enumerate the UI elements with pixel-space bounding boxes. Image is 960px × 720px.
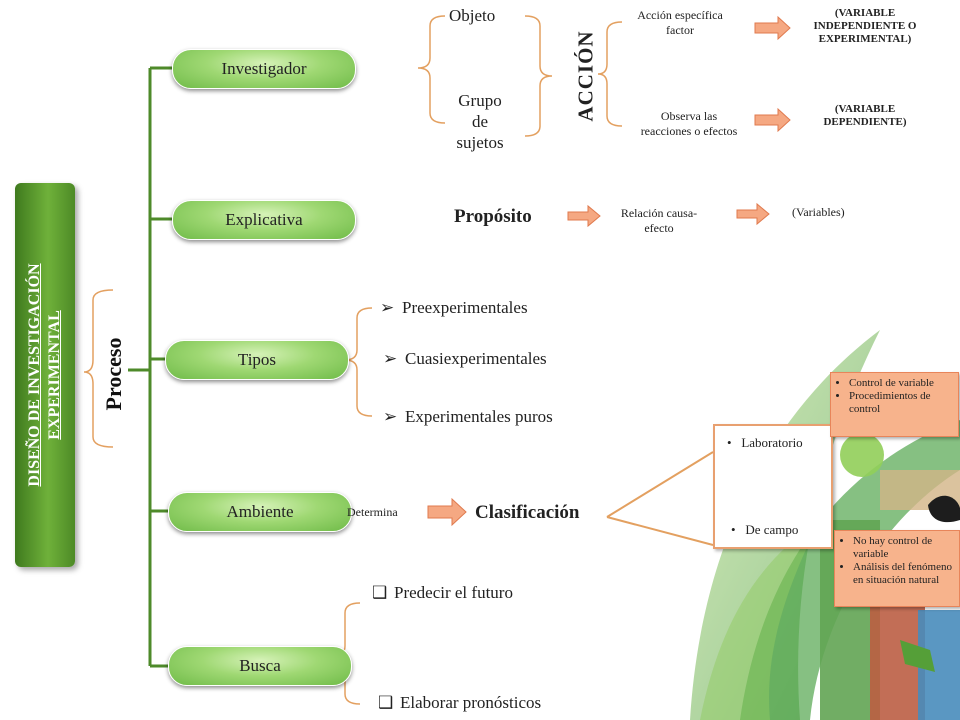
tipo-item: ➢Cuasiexperimentales [383,349,547,368]
grupo-sujetos-label: Grupo de sujetos [456,91,504,152]
variable-dependiente-label: (VARIABLE DEPENDIENTE) [823,103,907,128]
busca-item: ❑Predecir el futuro [372,583,513,602]
block-arrows [427,15,791,527]
de-campo-notes: No hay control de variable Análisis del … [834,530,960,607]
determina-label: Determina [347,505,398,519]
node-tipos: Tipos [165,340,349,380]
node-busca: Busca [168,646,352,686]
busca-item: ❑Elaborar pronósticos [378,693,542,712]
de-campo-item: • De campo [731,522,799,537]
objeto-label: Objeto [449,6,496,25]
accion-label: ACCIÓN [573,30,598,122]
checkbox-bullet-icon: ❑ [378,693,394,712]
tipo-item: ➢Preexperimentales [380,298,528,317]
arrow-bullet-icon: ➢ [383,407,398,426]
variables-label: (Variables) [792,205,845,219]
variable-independiente-label: (VARIABLE INDEPENDIENTE O EXPERIMENTAL) [813,7,917,45]
node-investigador: Investigador [172,49,356,89]
clasificacion-box: • Laboratorio • De campo [713,424,833,549]
clasificacion-label: Clasificación [475,502,580,523]
proposito-label: Propósito [454,206,532,227]
relacion-causa-efecto-label: Relación causa- efecto [620,206,698,235]
node-explicativa: Explicativa [172,200,356,240]
arrow-bullet-icon: ➢ [380,298,395,317]
proceso-label: Proceso [101,337,126,411]
main-title-bar [15,183,75,567]
main-title: DISEÑO DE INVESTIGACIÓN EXPERIMENTAL [26,263,63,487]
arrow-bullet-icon: ➢ [383,349,398,368]
accion-especifica-label: Acción específica factor [637,8,723,37]
observa-reacciones-label: Observa las reacciones o efectos [640,109,738,138]
node-ambiente: Ambiente [168,492,352,532]
tipo-item: ➢Experimentales puros [383,407,553,426]
checkbox-bullet-icon: ❑ [372,583,388,602]
laboratorio-item: • Laboratorio [727,435,803,450]
laboratorio-notes: Control de variable Procedimientos de co… [830,372,959,437]
classification-connector [606,451,714,546]
